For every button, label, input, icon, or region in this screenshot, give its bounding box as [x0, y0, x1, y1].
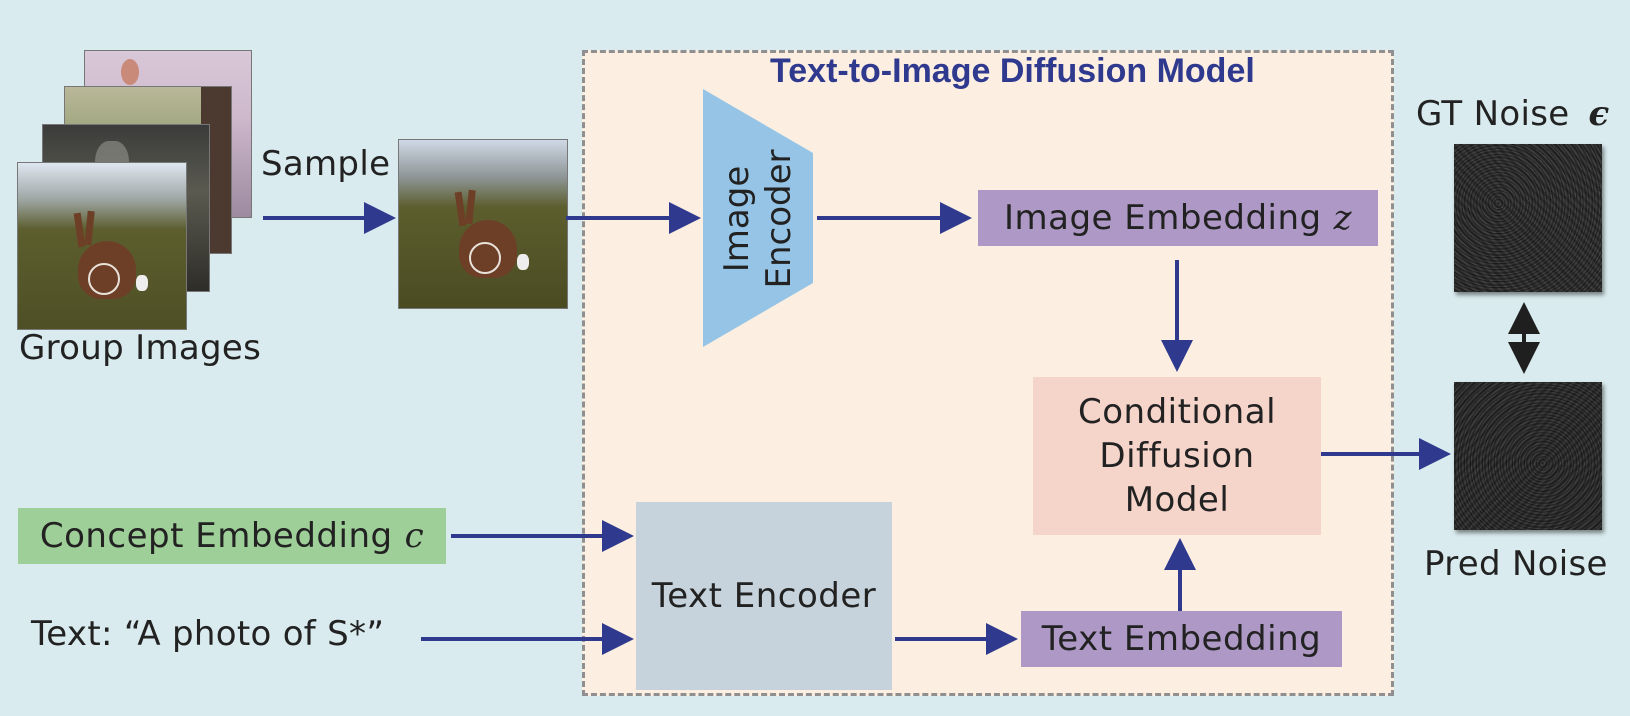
diffusion-label-line1: Conditional	[1077, 392, 1277, 432]
text-prompt-label: Text: “A photo of S*”	[31, 614, 385, 654]
pred-noise-image	[1454, 382, 1602, 530]
diagram-title: Text-to-Image Diffusion Model	[770, 52, 1255, 90]
gt-noise-image	[1454, 144, 1602, 292]
image-embedding-box: Image Embedding z	[978, 190, 1378, 246]
sample-label: Sample	[261, 144, 391, 184]
group-images-label: Group Images	[19, 328, 262, 368]
pred-noise-label: Pred Noise	[1424, 544, 1608, 584]
diffusion-label-line2: Diffusion	[1099, 436, 1255, 476]
concept-embedding-box: Concept Embedding c	[18, 508, 446, 564]
conditional-diffusion-model-box: Conditional Diffusion Model	[1033, 377, 1321, 535]
concept-embedding-symbol: c	[404, 516, 425, 556]
text-embedding-box: Text Embedding	[1021, 611, 1342, 667]
diffusion-label-line3: Model	[1124, 480, 1230, 520]
image-encoder-shape	[703, 89, 813, 347]
gt-noise-text: GT Noise	[1416, 94, 1570, 134]
concept-embedding-label: Concept Embedding	[39, 516, 393, 556]
gt-noise-label: GT Noise ϵ	[1416, 94, 1610, 134]
text-encoder-box: Text Encoder	[636, 502, 892, 690]
sampled-image	[398, 139, 568, 309]
group-image-1	[17, 162, 187, 330]
image-embedding-label: Image Embedding	[1003, 198, 1322, 238]
gt-noise-symbol: ϵ	[1588, 94, 1610, 134]
image-embedding-symbol: z	[1333, 198, 1353, 238]
